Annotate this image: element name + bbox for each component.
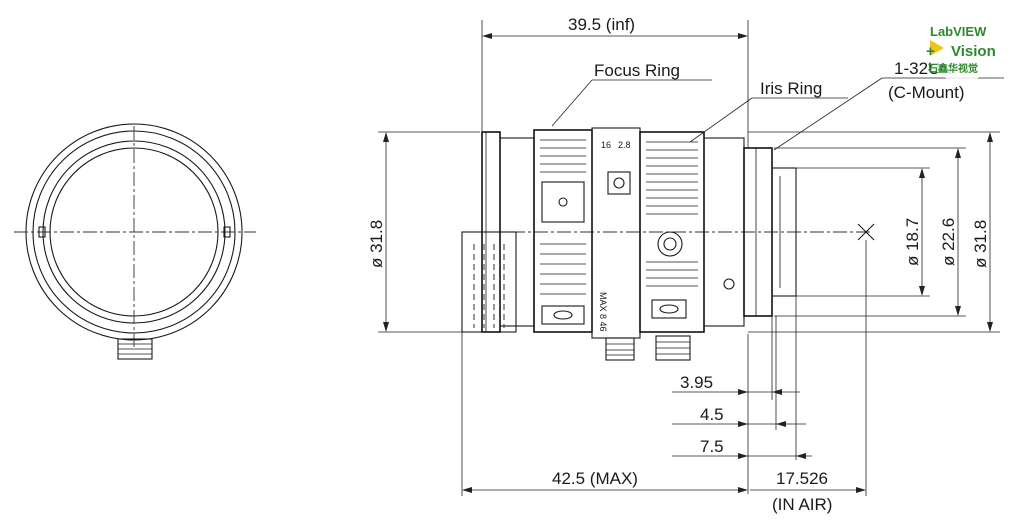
front-tick-right bbox=[223, 226, 231, 238]
labview-vision-logo: LabVIEW + Vision 石鑫华视觉 bbox=[926, 10, 998, 82]
focus-window bbox=[541, 181, 585, 223]
logo-line1: LabVIEW bbox=[930, 24, 987, 39]
dim-max-length: 42.5 (MAX) bbox=[552, 469, 638, 488]
focus-ring-body bbox=[533, 129, 593, 333]
dim-flange-back: 17.526 bbox=[776, 469, 828, 488]
scale-knob bbox=[605, 337, 635, 361]
iris-lock-slot bbox=[651, 299, 687, 319]
dim-diameter-226: ø 22.6 bbox=[939, 218, 958, 266]
front-view bbox=[14, 123, 256, 360]
dim-diameter-right: ø 31.8 bbox=[971, 220, 990, 268]
plus-icon: + bbox=[926, 43, 935, 60]
scale-text: MAX 8 46 bbox=[598, 292, 608, 332]
front-knob-outline bbox=[461, 231, 517, 333]
ring-mark-28: 2.8 bbox=[618, 140, 631, 150]
ring-mark-16: 16 bbox=[601, 140, 611, 150]
dim-diameter-left: ø 31.8 bbox=[367, 220, 386, 268]
iris-ring-label: Iris Ring bbox=[760, 79, 822, 98]
dim-75: 7.5 bbox=[700, 437, 724, 456]
side-view: 16 2.8 MAX 8 46 bbox=[461, 127, 875, 361]
dim-diameter-187: ø 18.7 bbox=[903, 218, 922, 266]
scale-lock-screw bbox=[607, 171, 631, 195]
front-tick-left bbox=[38, 226, 46, 238]
rear-screw-hole bbox=[723, 278, 735, 290]
logo-line2: Vision bbox=[951, 43, 996, 60]
play-icon bbox=[930, 40, 944, 56]
dim-in-air: (IN AIR) bbox=[772, 495, 832, 514]
focus-ring-grip-top bbox=[540, 139, 586, 173]
focus-screw-hole bbox=[558, 197, 568, 207]
focus-ring-grip-bottom bbox=[540, 243, 586, 295]
iris-lock-screw-outer bbox=[657, 231, 683, 257]
focus-ring-label: Focus Ring bbox=[594, 61, 680, 80]
dim-395: 3.95 bbox=[680, 373, 713, 392]
iris-lock-screw-inner bbox=[663, 237, 677, 251]
iris-ring-grip bbox=[646, 141, 698, 287]
focus-lock-slot bbox=[541, 305, 585, 325]
dimensions: 39.5 (inf) Focus Ring Iris Ring 1-32UN (… bbox=[367, 15, 1004, 514]
dim-45: 4.5 bbox=[700, 405, 724, 424]
mount-type-label: (C-Mount) bbox=[888, 83, 965, 102]
dim-overall-length: 39.5 (inf) bbox=[568, 15, 635, 34]
rear-element bbox=[771, 167, 797, 297]
focal-point-mark-b bbox=[857, 223, 875, 241]
logo-line3: 石鑫华视觉 bbox=[927, 62, 978, 75]
